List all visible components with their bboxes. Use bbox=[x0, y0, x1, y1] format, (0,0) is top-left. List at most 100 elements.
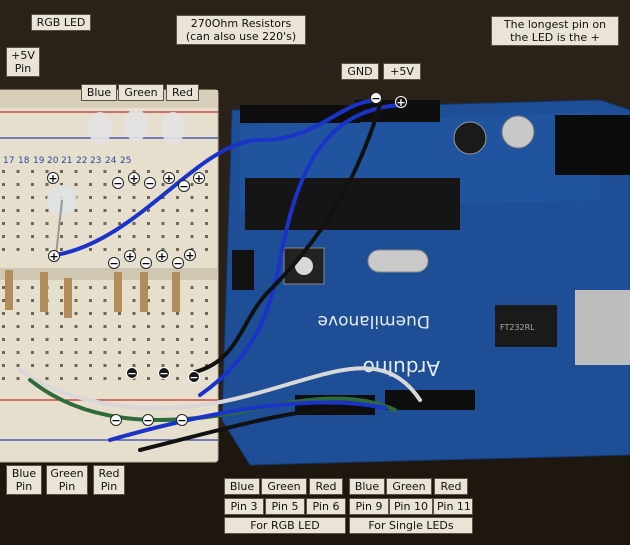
breadboard-hole bbox=[132, 183, 136, 186]
breadboard-hole bbox=[176, 170, 179, 173]
breadboard-hole bbox=[2, 222, 5, 225]
rgb-pin-3: Pin 3 bbox=[224, 498, 264, 515]
breadboard-hole bbox=[205, 364, 208, 367]
breadboard-hole bbox=[103, 183, 107, 186]
breadboard-hole bbox=[16, 170, 20, 173]
breadboard-hole bbox=[147, 338, 150, 341]
breadboard-hole bbox=[176, 235, 179, 238]
breadboard-hole bbox=[74, 377, 78, 380]
breadboard-hole bbox=[16, 222, 20, 225]
breadboard-hole bbox=[103, 248, 107, 251]
breadboard-hole bbox=[2, 170, 5, 173]
breadboard-hole bbox=[205, 377, 208, 380]
longest-pin-label: The longest pin on the LED is the + bbox=[491, 16, 619, 46]
breadboard-hole bbox=[60, 299, 63, 302]
breadboard-hole bbox=[45, 235, 49, 238]
breadboard-hole bbox=[74, 286, 78, 289]
single-color-green: Green bbox=[386, 478, 432, 495]
breadboard-hole bbox=[89, 209, 92, 212]
breadboard-hole bbox=[103, 170, 107, 173]
wires bbox=[18, 98, 422, 452]
breadboard-hole bbox=[190, 351, 194, 354]
breadboard-hole bbox=[205, 235, 208, 238]
breadboard-hole bbox=[31, 286, 34, 289]
breadboard-hole bbox=[205, 183, 208, 186]
breadboard-hole bbox=[147, 325, 150, 328]
breadboard-hole bbox=[89, 286, 92, 289]
breadboard-hole bbox=[176, 248, 179, 251]
breadboard-hole bbox=[205, 351, 208, 354]
breadboard-hole bbox=[103, 222, 107, 225]
breadboard-hole bbox=[60, 351, 63, 354]
arduino-board: FT232RL Arduino Duemilanove bbox=[221, 99, 630, 466]
single-pin-11: Pin 11 bbox=[433, 498, 473, 515]
breadboard-hole bbox=[132, 338, 136, 341]
red-pin-line: Pin bbox=[100, 480, 118, 493]
breadboard-hole bbox=[176, 364, 179, 367]
breadboard-number: 25 bbox=[120, 156, 131, 166]
breadboard-hole bbox=[147, 248, 150, 251]
breadboard-hole bbox=[16, 377, 20, 380]
breadboard-hole bbox=[60, 170, 63, 173]
breadboard-hole bbox=[31, 351, 34, 354]
breadboard-hole bbox=[132, 235, 136, 238]
breadboard-hole bbox=[176, 209, 179, 212]
plus-marker: + bbox=[48, 250, 60, 263]
minus-marker: − bbox=[188, 371, 200, 384]
minus-marker: − bbox=[172, 257, 184, 270]
plus-marker: + bbox=[163, 172, 175, 185]
breadboard-hole bbox=[161, 338, 165, 341]
breadboard-number: 24 bbox=[105, 156, 117, 166]
breadboard-hole bbox=[147, 170, 150, 173]
plus5v-pin-line: +5V bbox=[11, 49, 35, 62]
breadboard-hole bbox=[60, 364, 63, 367]
breadboard-hole bbox=[89, 170, 92, 173]
plus-marker: + bbox=[124, 250, 136, 263]
breadboard-hole bbox=[161, 209, 165, 212]
plus5v-pin-label: +5V Pin bbox=[6, 47, 40, 77]
breadboard-hole bbox=[103, 209, 107, 212]
breadboard-hole bbox=[161, 222, 165, 225]
breadboard-hole bbox=[45, 222, 49, 225]
green-pin-label: Green Pin bbox=[46, 465, 88, 495]
wire-blue-gnd bbox=[198, 103, 402, 397]
blue-pin-line: Blue bbox=[11, 467, 37, 480]
breadboard-hole bbox=[118, 325, 121, 328]
minus-marker: − bbox=[176, 414, 188, 427]
rgb-led-label: RGB LED bbox=[31, 14, 91, 31]
breadboard-hole bbox=[118, 196, 121, 199]
breadboard-hole bbox=[161, 351, 165, 354]
breadboard-hole bbox=[31, 196, 34, 199]
icsp-header bbox=[232, 250, 254, 290]
breadboard-hole bbox=[2, 364, 5, 367]
breadboard-hole bbox=[2, 248, 5, 251]
red-pin-label: Red Pin bbox=[93, 465, 125, 495]
breadboard-hole bbox=[118, 364, 121, 367]
minus-marker: − bbox=[112, 177, 124, 190]
breadboard-hole bbox=[176, 312, 179, 315]
breadboard-hole bbox=[89, 338, 92, 341]
breadboard-hole bbox=[74, 183, 78, 186]
blue-pin-line: Pin bbox=[15, 480, 33, 493]
breadboard-hole bbox=[31, 364, 34, 367]
breadboard-hole bbox=[74, 222, 78, 225]
capacitor bbox=[501, 115, 535, 149]
breadboard-hole bbox=[190, 196, 194, 199]
led-blue-label: Blue bbox=[81, 84, 117, 101]
blue-pin-label: Blue Pin bbox=[6, 465, 42, 495]
breadboard-hole bbox=[16, 351, 20, 354]
ftdi-label: FT232RL bbox=[500, 323, 535, 332]
breadboard-hole bbox=[45, 196, 49, 199]
for-single-leds-label: For Single LEDs bbox=[349, 517, 473, 534]
wire-white bbox=[18, 366, 422, 411]
minus-marker: − bbox=[108, 257, 120, 270]
breadboard-hole bbox=[45, 351, 49, 354]
breadboard-hole bbox=[89, 377, 92, 380]
breadboard-hole bbox=[118, 377, 121, 380]
breadboard-hole bbox=[2, 196, 5, 199]
breadboard-hole bbox=[60, 312, 63, 315]
longest-pin-line: the LED is the + bbox=[510, 31, 600, 44]
breadboard-hole bbox=[103, 338, 107, 341]
breadboard-hole bbox=[132, 364, 136, 367]
breadboard-hole bbox=[89, 222, 92, 225]
